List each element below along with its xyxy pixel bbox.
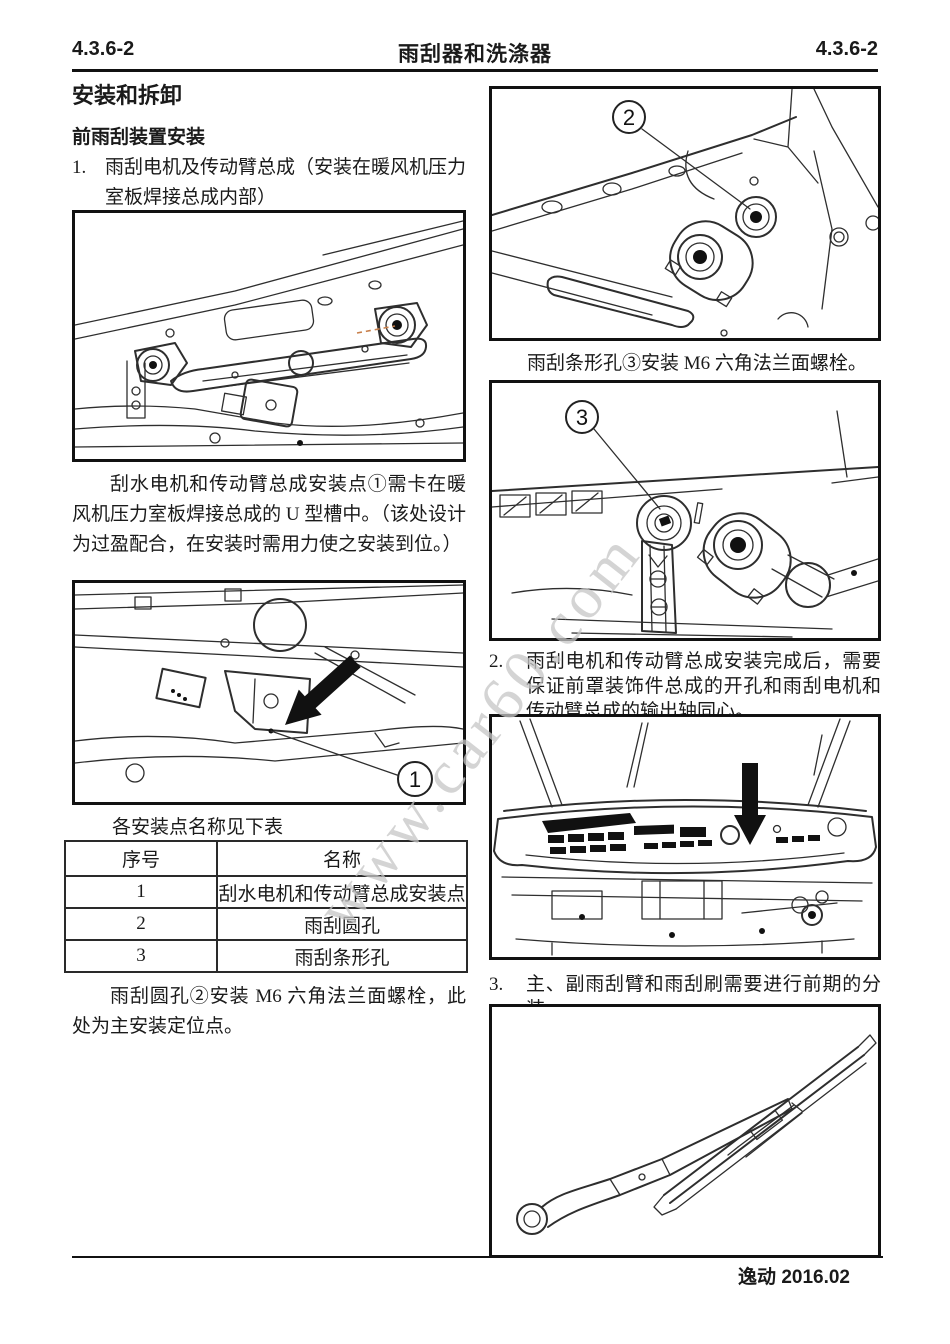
subsection-heading: 前雨刮装置安装 <box>72 127 206 148</box>
table-row: 3 雨刮条形孔 <box>64 939 468 973</box>
figure-motor-linkage-overview <box>72 210 466 462</box>
cell-index: 3 <box>64 939 218 973</box>
footer-rule <box>72 1256 883 1258</box>
step-1: 1. 雨刮电机及传动臂总成（安装在暖风机压力室板焊接总成内部） <box>72 153 466 213</box>
cell-name: 雨刮条形孔 <box>216 939 468 973</box>
callout-3-badge: 3 <box>576 405 588 430</box>
col-header-name: 名称 <box>216 840 468 877</box>
table-caption: 各安装点名称见下表 <box>112 817 284 838</box>
step-2-text: 雨刮电机和传动臂总成安装完成后，需要保证前罩装饰件总成的开孔和雨刮电机和传动臂总… <box>526 651 881 722</box>
cell-name: 刮水电机和传动臂总成安装点 <box>216 875 468 909</box>
figure-wiper-arm-blade <box>489 1004 881 1258</box>
page-title: 雨刮器和洗涤器 <box>398 42 552 66</box>
cell-name: 雨刮圆孔 <box>216 907 468 941</box>
callout-1-badge: 1 <box>409 767 421 792</box>
cell-index: 1 <box>64 875 218 909</box>
wiper-arm-illustration <box>516 1034 877 1235</box>
strip-hole-paragraph: 雨刮条形孔③安装 M6 六角法兰面螺栓。 <box>527 353 867 374</box>
motor-linkage-illustration <box>75 220 463 448</box>
page-number-right: 4.3.6-2 <box>815 38 878 60</box>
table-row: 2 雨刮圆孔 <box>64 907 468 941</box>
header-rule <box>72 69 878 72</box>
step-1-text: 雨刮电机及传动臂总成（安装在暖风机压力室板焊接总成内部） <box>105 157 467 208</box>
figure-cowl-grille <box>489 714 881 960</box>
step-1-number: 1. <box>72 157 87 178</box>
section-heading: 安装和拆卸 <box>72 83 183 108</box>
col-header-index: 序号 <box>64 840 218 877</box>
table-header-row: 序号 名称 <box>64 840 468 877</box>
footer-text: 逸动 2016.02 <box>738 1262 850 1289</box>
u-slot-illustration: 1 <box>75 584 463 797</box>
round-hole-paragraph: 雨刮圆孔②安装 M6 六角法兰面螺栓，此处为主安装定位点。 <box>72 986 466 1037</box>
figure-strip-hole: 3 <box>489 380 881 641</box>
install-point-paragraph: 刮水电机和传动臂总成安装点①需卡在暖风机压力室板焊接总成的 U 型槽中。（该处设… <box>72 474 466 555</box>
cowl-grille-illustration <box>493 718 877 956</box>
figure-u-slot-closeup: 1 <box>72 580 466 805</box>
mounting-points-table: 序号 名称 1 刮水电机和传动臂总成安装点 2 雨刮圆孔 3 雨刮条形孔 <box>64 840 468 973</box>
strip-hole-illustration: 3 <box>492 400 878 638</box>
cell-index: 2 <box>64 907 218 941</box>
callout-2-badge: 2 <box>623 105 635 130</box>
footer-model: 逸动 <box>738 1267 777 1288</box>
page-number-left: 4.3.6-2 <box>72 38 135 60</box>
step-3-number: 3. <box>489 974 504 995</box>
figure-round-hole: 2 <box>489 86 881 341</box>
round-hole-illustration: 2 <box>492 89 878 337</box>
step-2: 2. 雨刮电机和传动臂总成安装完成后，需要保证前罩装饰件总成的开孔和雨刮电机和传… <box>489 649 881 724</box>
footer-edition: 2016.02 <box>781 1267 850 1288</box>
table-row: 1 刮水电机和传动臂总成安装点 <box>64 875 468 909</box>
step-2-number: 2. <box>489 651 504 672</box>
